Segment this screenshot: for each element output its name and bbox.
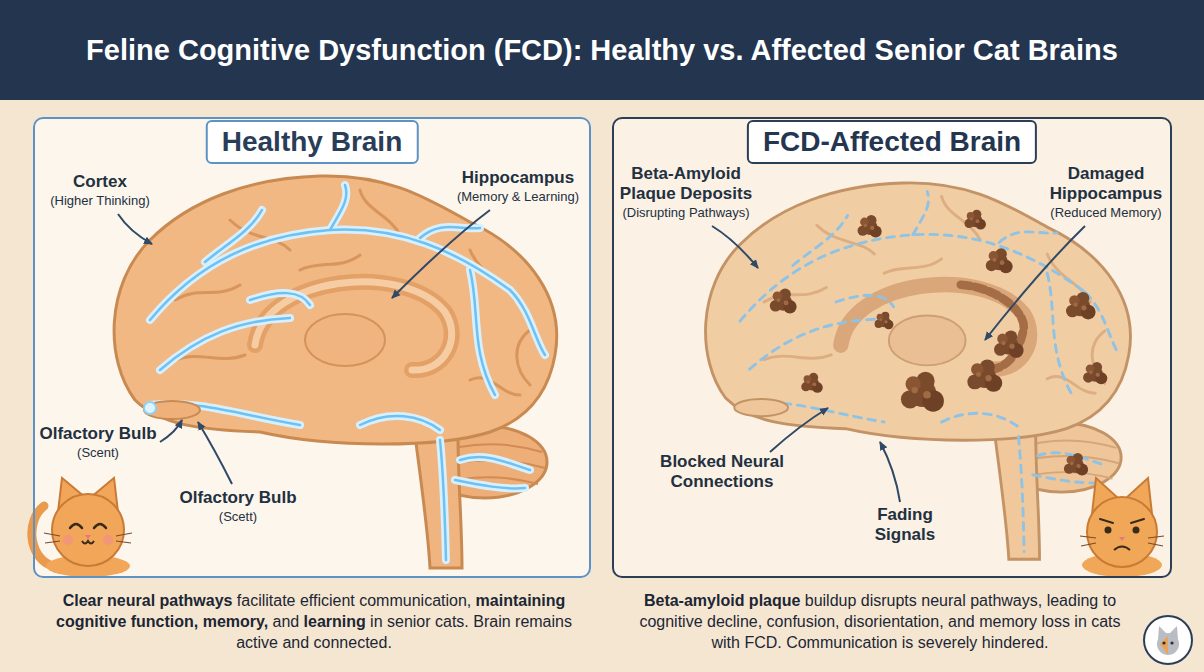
logo-badge — [1144, 616, 1192, 664]
sad-cat — [1087, 497, 1157, 567]
leader-lines — [118, 214, 152, 244]
logo-badge — [1144, 616, 1192, 664]
panel-ground — [33, 117, 591, 578]
sad-cat — [1105, 527, 1112, 534]
happy-cat — [85, 535, 91, 539]
leader-lines — [160, 420, 182, 442]
logo-badge — [1162, 641, 1165, 644]
happy-cat — [52, 494, 124, 566]
leader-lines — [712, 226, 758, 268]
leader-lines — [985, 226, 1085, 340]
callout-label: Damaged Hippocampus — [1044, 164, 1169, 204]
affected-brain — [801, 373, 823, 393]
healthy-brain — [144, 401, 200, 419]
leader-lines — [392, 210, 490, 298]
healthy-brain — [150, 185, 545, 560]
sad-cat — [1100, 519, 1144, 523]
affected-brain — [961, 285, 1024, 369]
affected-brain — [889, 315, 966, 365]
header-bar — [0, 0, 1204, 100]
affected-brain — [994, 432, 1039, 560]
affected-brain — [1066, 292, 1096, 319]
happy-cat — [103, 535, 113, 545]
affected-brain — [1064, 453, 1088, 475]
leader-lines — [118, 210, 490, 484]
callout-subtitle: (Disrupting Pathways) — [611, 205, 761, 221]
affected-brain — [967, 359, 1002, 391]
happy-cat — [70, 524, 106, 528]
affected-brain — [706, 183, 1131, 440]
callout-subtitle: (Higher Thinking) — [30, 193, 170, 209]
happy-cat — [32, 478, 132, 577]
caption-text: and — [273, 613, 300, 630]
callout-label: Blocked Neural Connections — [647, 452, 797, 492]
affected-brain — [706, 183, 1131, 559]
logo-badge — [1157, 633, 1179, 655]
leader-lines — [770, 408, 828, 452]
panel-ground — [612, 117, 1172, 578]
happy-cat — [63, 535, 73, 545]
affected-brain — [875, 312, 894, 329]
callout-label: Hippocampus — [453, 168, 583, 188]
caption-block: Clear neural pathwaysfacilitate efficien… — [40, 590, 588, 653]
callout-label: Cortex — [35, 172, 165, 192]
caption-emphasis: learning — [304, 613, 366, 630]
logo-badge — [1160, 636, 1168, 655]
panel-heading: Healthy Brain — [206, 120, 419, 164]
sad-cat — [1080, 478, 1164, 577]
healthy-brain — [144, 402, 156, 414]
callout-label: Beta-Amyloid Plaque Deposits — [611, 164, 761, 204]
affected-brain — [770, 289, 797, 314]
callout-subtitle: (Reduced Memory) — [1044, 205, 1169, 221]
sad-cat — [1119, 537, 1125, 541]
affected-brain — [764, 196, 1105, 393]
callout-subtitle: (Memory & Learning) — [448, 189, 588, 205]
sad-cat — [1080, 536, 1164, 546]
logo-badge — [1170, 641, 1173, 644]
leader-lines — [880, 442, 900, 502]
happy-cat — [82, 541, 94, 544]
callout-subtitle: (Scett) — [188, 509, 288, 525]
affected-brain — [901, 372, 944, 412]
leader-lines — [198, 422, 232, 484]
affected-brain — [1083, 362, 1107, 384]
healthy-brain — [305, 314, 385, 366]
affected-brain — [986, 248, 1013, 273]
callout-label: Olfactory Bulb — [168, 488, 308, 508]
caption-block: Beta-amyloid plaquebuildup disrupts neur… — [625, 590, 1135, 653]
sad-cat — [1114, 547, 1130, 551]
callout-subtitle: (Scent) — [48, 445, 148, 461]
happy-cat — [44, 533, 132, 543]
diagram-title: Feline Cognitive Dysfunction (FCD): Heal… — [86, 32, 1118, 68]
callout-label: Fading Signals — [860, 505, 950, 545]
affected-brain — [740, 192, 1119, 552]
healthy-brain — [114, 176, 557, 568]
caption-text: facilitate efficient communication, — [237, 592, 471, 609]
caption-emphasis: Clear neural pathways — [63, 592, 233, 609]
affected-brain — [994, 330, 1024, 357]
caption-emphasis: Beta-amyloid plaque — [644, 592, 800, 609]
affected-brain — [858, 215, 882, 237]
affected-brain — [734, 399, 788, 416]
callout-label: Olfactory Bulb — [28, 424, 168, 444]
healthy-brain — [150, 185, 545, 560]
sad-cat — [1133, 527, 1140, 534]
affected-brain — [964, 210, 986, 230]
affected-brain — [841, 285, 1030, 370]
panel-heading: FCD-Affected Brain — [747, 120, 1037, 164]
